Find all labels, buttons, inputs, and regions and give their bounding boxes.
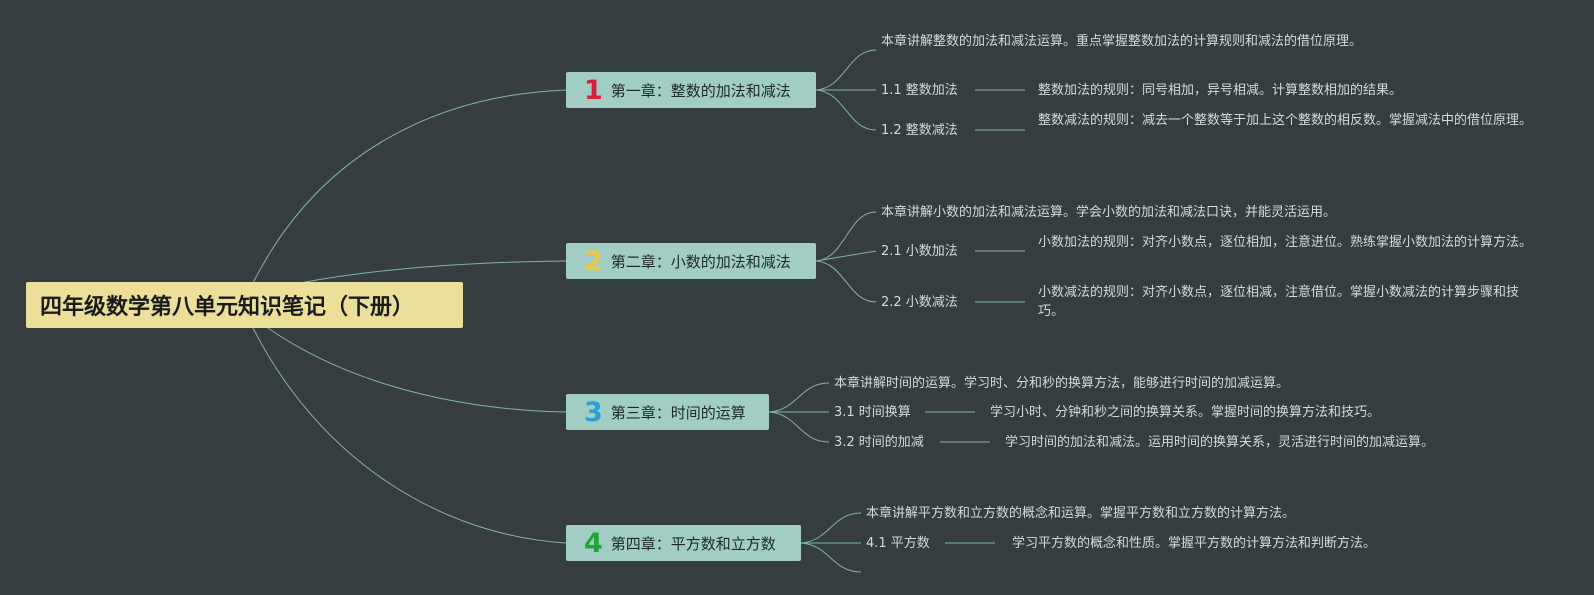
chapter-1-sub-2-detail: 整数减法的规则：减去一个整数等于加上这个整数的相反数。掌握减法中的借位原理。 xyxy=(1038,113,1533,128)
chapter-3-sub-1-label[interactable]: 3.1 时间换算 xyxy=(834,405,911,420)
ch3-to-sub2 xyxy=(768,411,830,443)
chapter-1-node[interactable]: 1 第一章：整数的加法和减法 xyxy=(566,72,816,108)
chapter-3-sub-1-detail: 学习小时、分钟和秒之间的换算关系。掌握时间的换算方法和技巧。 xyxy=(990,405,1381,420)
chapter-1-summary: 本章讲解整数的加法和减法运算。重点掌握整数加法的计算规则和减法的借位原理。 xyxy=(881,34,1363,49)
chapter-2-number-icon: 2 xyxy=(584,245,603,277)
ch4-to-extra xyxy=(800,542,862,573)
ch1-to-sub2 xyxy=(815,89,877,131)
chapter-4-title: 第四章：平方数和立方数 xyxy=(610,534,776,553)
chapter-1-title: 第一章：整数的加法和减法 xyxy=(610,81,791,100)
chapter-1-sub-1-label[interactable]: 1.1 整数加法 xyxy=(881,83,958,98)
chapter-4-number-icon: 4 xyxy=(584,527,603,559)
chapter-2-node[interactable]: 2 第二章：小数的加法和减法 xyxy=(566,243,816,279)
chapter-1-number-icon: 1 xyxy=(584,74,603,106)
chapter-4-node[interactable]: 4 第四章：平方数和立方数 xyxy=(566,525,801,561)
chapter-2-sub-2-detail: 小数减法的规则：对齐小数点，逐位相减，注意借位。掌握小数减法的计算步骤和技巧。 xyxy=(1038,285,1520,319)
root-to-chapter-3 xyxy=(267,327,567,413)
chapter-4-summary: 本章讲解平方数和立方数的概念和运算。掌握平方数和立方数的计算方法。 xyxy=(866,506,1296,521)
chapter-4-sub-1-detail: 学习平方数的概念和性质。掌握平方数的计算方法和判断方法。 xyxy=(1012,536,1377,551)
ch2-to-sub1 xyxy=(815,250,877,262)
chapter-2-summary: 本章讲解小数的加法和减法运算。学会小数的加法和减法口诀，并能灵活运用。 xyxy=(881,205,1337,220)
chapter-3-title: 第三章：时间的运算 xyxy=(610,403,746,422)
chapter-4-sub-1-label[interactable]: 4.1 平方数 xyxy=(866,536,930,551)
chapter-3-number-icon: 3 xyxy=(584,396,603,428)
root-topic[interactable]: 四年级数学第八单元知识笔记（下册） xyxy=(26,282,463,328)
chapter-3-sub-2-detail: 学习时间的加法和减法。运用时间的换算关系，灵活进行时间的加减运算。 xyxy=(1005,435,1435,450)
root-to-chapter-1 xyxy=(252,89,567,284)
chapter-3-summary: 本章讲解时间的运算。学习时、分和秒的换算方法，能够进行时间的加减运算。 xyxy=(834,376,1290,391)
root-to-chapter-2 xyxy=(299,260,567,284)
chapter-2-sub-2-label[interactable]: 2.2 小数减法 xyxy=(881,295,958,310)
ch1-to-summary xyxy=(815,49,877,91)
ch4-to-summary xyxy=(800,512,862,544)
ch2-to-summary xyxy=(815,211,877,262)
ch2-to-sub2 xyxy=(815,260,877,303)
chapter-2-sub-1-label[interactable]: 2.1 小数加法 xyxy=(881,244,958,259)
chapter-3-sub-2-label[interactable]: 3.2 时间的加减 xyxy=(834,435,924,450)
ch3-to-summary xyxy=(768,382,830,413)
chapter-3-node[interactable]: 3 第三章：时间的运算 xyxy=(566,394,769,430)
chapter-1-sub-1-detail: 整数加法的规则：同号相加，异号相减。计算整数相加的结果。 xyxy=(1038,83,1403,98)
root-to-chapter-4 xyxy=(252,327,567,544)
chapter-2-title: 第二章：小数的加法和减法 xyxy=(610,252,791,271)
chapter-1-sub-2-label[interactable]: 1.2 整数减法 xyxy=(881,123,958,138)
chapter-2-sub-1-detail: 小数加法的规则：对齐小数点，逐位相加，注意进位。熟练掌握小数加法的计算方法。 xyxy=(1038,235,1533,250)
